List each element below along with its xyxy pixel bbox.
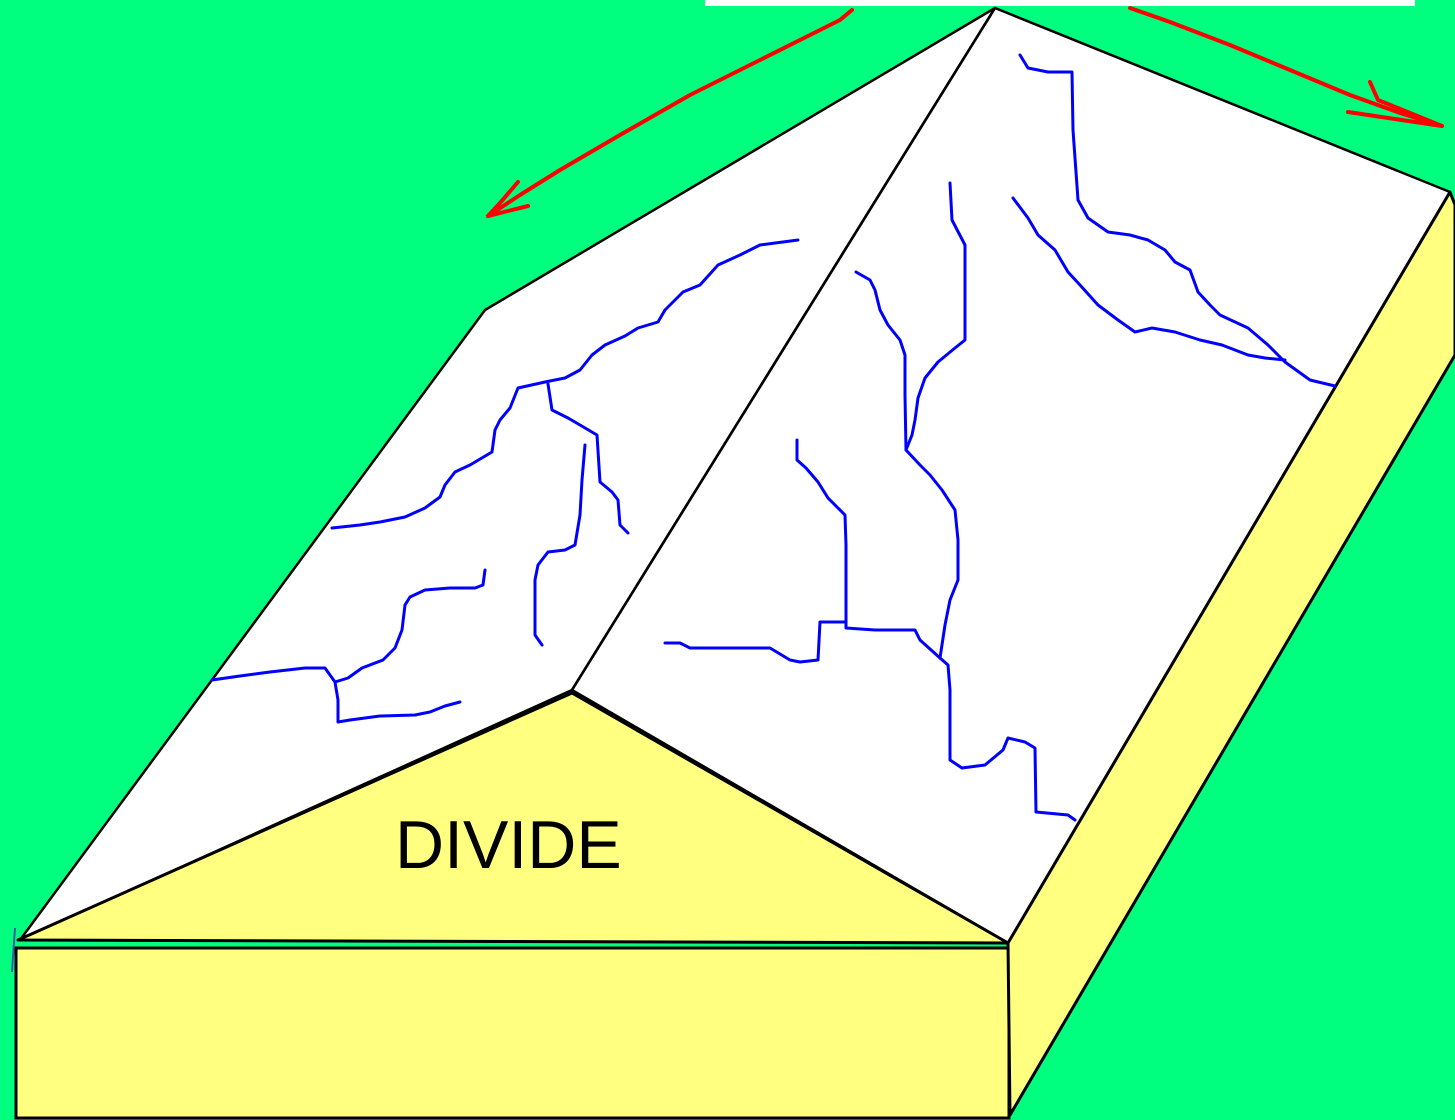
left-main-stream (330, 238, 800, 530)
corner-mark (11, 927, 16, 973)
right-tributary-low (795, 438, 942, 660)
right-stream-network (663, 53, 1337, 822)
left-flow-arrow (486, 8, 854, 218)
top-white-strip (705, 0, 1415, 6)
divide-ridge-line (570, 7, 997, 691)
divide-cross-section (16, 691, 1010, 945)
left-tributary-c (210, 568, 487, 684)
left-tributary-a (546, 382, 630, 535)
left-tributary-b (533, 443, 587, 647)
block-right-face (1006, 190, 1455, 1117)
left-flow-arrowhead (486, 180, 530, 218)
left-tributary-d (333, 680, 462, 724)
right-flow-arrowhead (1346, 80, 1444, 128)
divide-label: DIVIDE (395, 807, 622, 883)
flow-arrows (486, 6, 1444, 218)
block-front-face (14, 946, 1011, 1120)
right-tributary-bottom (663, 620, 848, 664)
right-tributary-left (854, 270, 908, 452)
right-tributary-mid (1011, 196, 1287, 362)
left-stream-network (210, 238, 800, 724)
right-main-stream (904, 181, 1077, 822)
right-flow-arrow (1128, 6, 1444, 128)
right-tributary-upper (1018, 53, 1337, 388)
